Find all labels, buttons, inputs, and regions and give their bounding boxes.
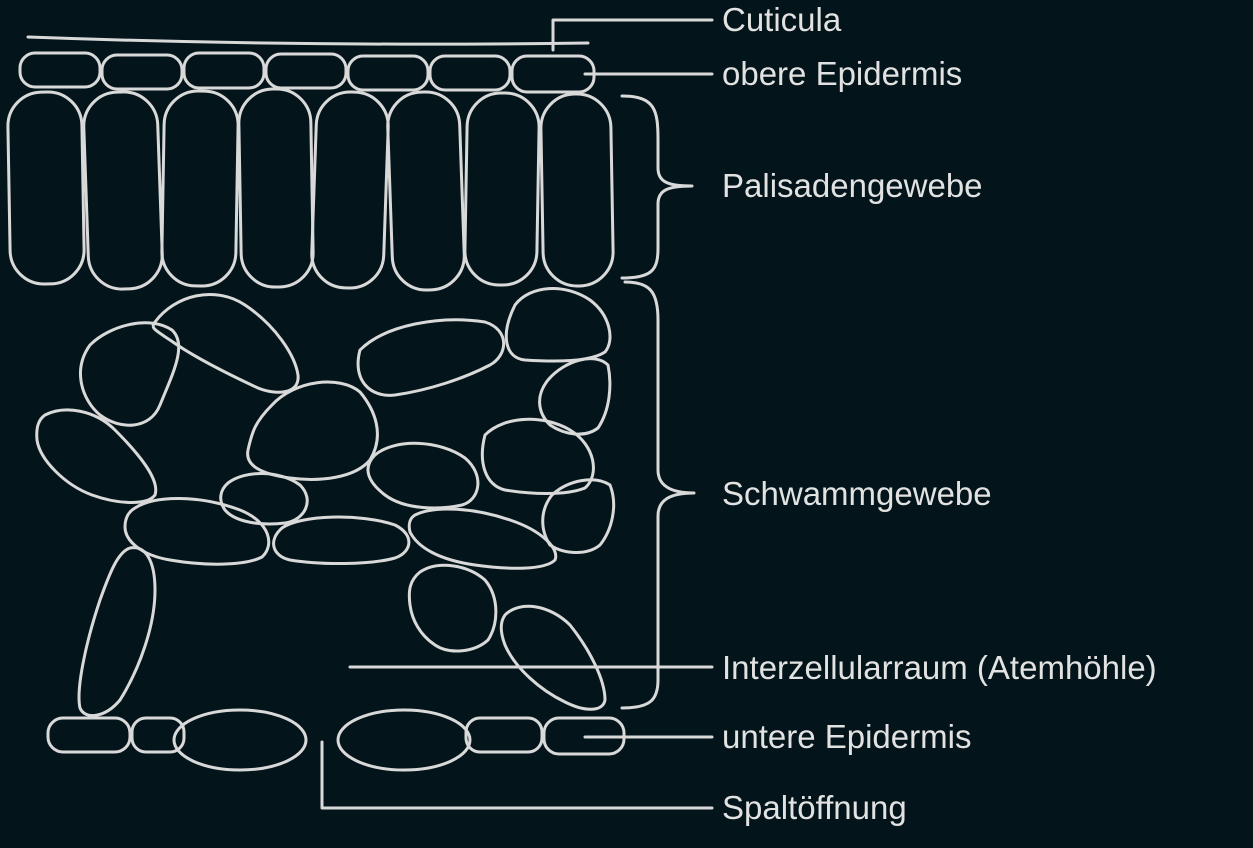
leader-spaltoeffnung bbox=[320, 740, 714, 810]
label-spaltoeffnung: Spaltöffnung bbox=[722, 789, 907, 826]
spongy-cell bbox=[504, 287, 612, 363]
upper-epidermis bbox=[18, 51, 596, 94]
spongy-cell bbox=[538, 357, 612, 436]
label-schwammgewebe: Schwammgewebe bbox=[722, 475, 992, 512]
spongy-cell bbox=[246, 380, 379, 481]
cuticula-line bbox=[26, 35, 590, 46]
spongy-cell bbox=[272, 515, 411, 566]
palisade-cell bbox=[463, 91, 541, 287]
spongy-cell bbox=[499, 604, 607, 711]
leader-cuticula bbox=[551, 18, 714, 52]
upper-epidermis-cell bbox=[428, 54, 512, 92]
guard-cell-right bbox=[336, 708, 472, 772]
spongy-cell bbox=[480, 417, 595, 495]
upper-epidermis-cell bbox=[100, 53, 184, 91]
spongy-cell bbox=[219, 472, 309, 526]
label-interzellularraum: Interzellularraum (Atemhöhle) bbox=[722, 649, 1157, 686]
palisade-cell bbox=[160, 89, 240, 288]
palisade-cell bbox=[539, 92, 615, 288]
label-untere-epidermis: untere Epidermis bbox=[722, 718, 971, 755]
upper-epidermis-cell bbox=[182, 51, 266, 90]
palisade-cell bbox=[310, 90, 390, 290]
palisade-cell bbox=[386, 90, 466, 292]
spongy-cell bbox=[35, 408, 158, 504]
upper-epidermis-cell bbox=[510, 54, 596, 94]
lower-epidermis-cell bbox=[130, 716, 186, 754]
lower-epidermis-cell bbox=[46, 716, 132, 754]
label-obere-epidermis: obere Epidermis bbox=[722, 55, 962, 92]
palisade-cell bbox=[237, 87, 315, 289]
spongy-cell bbox=[407, 507, 558, 570]
spongy-cell bbox=[541, 478, 616, 554]
spongy-cell bbox=[77, 546, 157, 717]
upper-epidermis-cell bbox=[264, 52, 348, 90]
label-palisadengewebe: Palisadengewebe bbox=[722, 167, 983, 204]
upper-epidermis-cell bbox=[18, 51, 102, 89]
lower-epidermis-cell bbox=[464, 716, 544, 754]
guard-cell-left bbox=[172, 708, 308, 772]
spongy-bracket bbox=[620, 280, 696, 710]
spongy-cell bbox=[151, 292, 300, 394]
label-cuticula: Cuticula bbox=[722, 1, 842, 38]
palisade-cell bbox=[82, 90, 164, 291]
spongy-tissue bbox=[35, 287, 616, 717]
palisade-tissue bbox=[6, 87, 615, 292]
spongy-cell bbox=[407, 563, 498, 653]
upper-epidermis-cell bbox=[346, 54, 430, 92]
spongy-cell bbox=[356, 318, 506, 397]
spongy-cell bbox=[79, 321, 181, 427]
palisade-cell bbox=[6, 90, 86, 286]
spongy-cell bbox=[123, 497, 271, 566]
palisade-bracket bbox=[620, 94, 694, 280]
lower-epidermis bbox=[46, 708, 626, 772]
spongy-cell bbox=[366, 441, 480, 510]
